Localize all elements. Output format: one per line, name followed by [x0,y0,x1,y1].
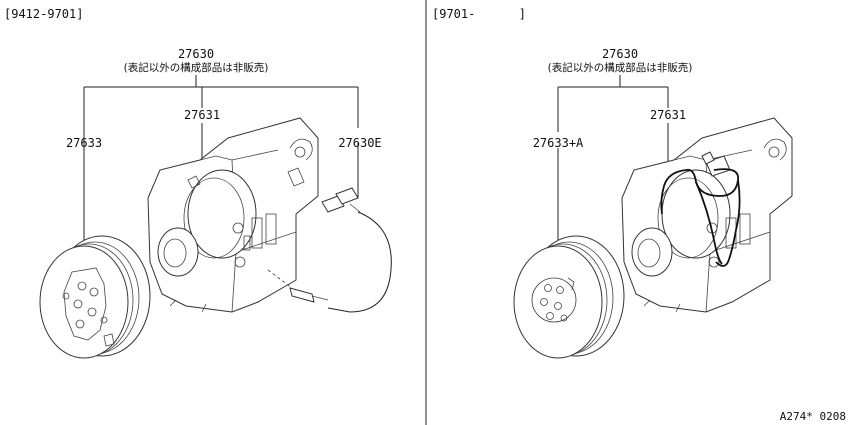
left-compressor [147,117,319,313]
right-assembly-note: (表記以外の構成部品は非販売) [548,61,693,74]
right-assembly-code: 27630 [602,47,638,61]
left-panel: [9412-9701] 27630 (表記以外の構成部品は非販売) 27633 … [4,7,392,359]
right-panel: [9701- ] 27630 (表記以外の構成部品は非販売) 27633+A 2… [432,7,793,359]
right-harness [660,151,741,267]
left-harness-code: 27630E [338,136,381,150]
left-harness [267,187,392,313]
left-compressor-code: 27631 [184,108,220,122]
left-clutch-pulley [39,235,151,359]
left-assembly-note: (表記以外の構成部品は非販売) [124,61,269,74]
left-period-label: [9412-9701] [4,7,83,21]
right-compressor-code: 27631 [650,108,686,122]
left-assembly-code: 27630 [178,47,214,61]
left-clutch-code: 27633 [66,136,102,150]
right-clutch-code: 27633+A [533,136,584,150]
figure-code: A274* 0208 [780,410,846,423]
right-period-label: [9701- ] [432,7,526,21]
right-clutch-pulley [513,235,625,359]
